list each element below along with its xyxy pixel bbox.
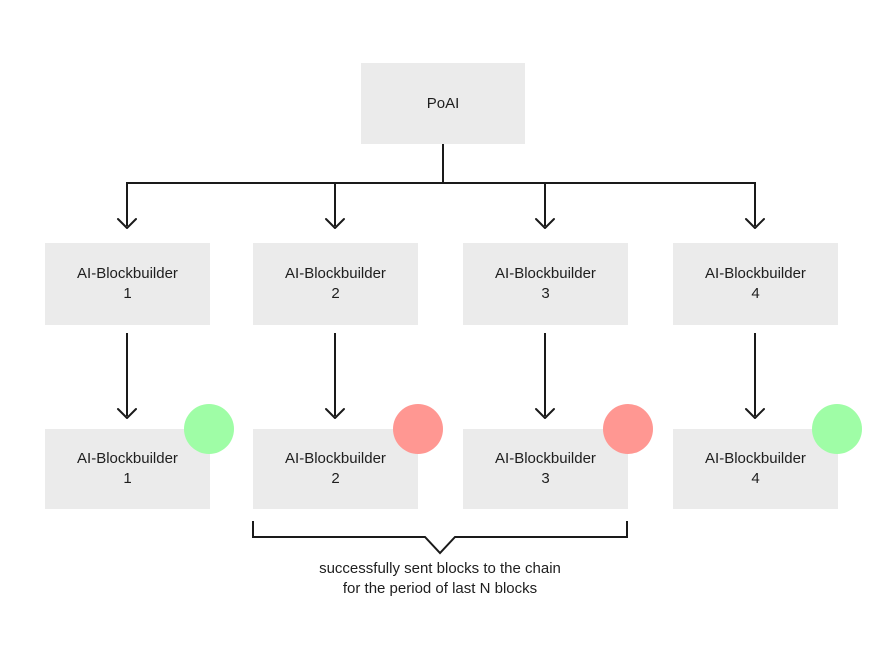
arrowhead-drop-3 <box>535 218 555 229</box>
node-label: AI-Blockbuilder <box>495 450 596 467</box>
node-blockbuilder-3-top: AI-Blockbuilder 3 <box>463 243 628 325</box>
node-number: 1 <box>123 285 132 302</box>
arrowhead-mid-3 <box>535 408 555 419</box>
node-label: AI-Blockbuilder <box>705 265 806 282</box>
node-label: AI-Blockbuilder <box>495 265 596 282</box>
node-label: AI-Blockbuilder <box>285 265 386 282</box>
node-blockbuilder-1-top: AI-Blockbuilder 1 <box>45 243 210 325</box>
node-number: 2 <box>331 470 340 487</box>
node-blockbuilder-4-top: AI-Blockbuilder 4 <box>673 243 838 325</box>
status-indicator-failure-3 <box>603 404 653 454</box>
node-blockbuilder-2-top: AI-Blockbuilder 2 <box>253 243 418 325</box>
arrowhead-drop-4 <box>745 218 765 229</box>
arrowhead-mid-1 <box>117 408 137 419</box>
node-blockbuilder-4-bottom: AI-Blockbuilder 4 <box>673 429 838 509</box>
brace-annotation-line1: successfully sent blocks to the chain <box>319 560 561 577</box>
node-number: 4 <box>751 470 760 487</box>
node-number: 4 <box>751 285 760 302</box>
node-label: AI-Blockbuilder <box>77 450 178 467</box>
arrowhead-mid-4 <box>745 408 765 419</box>
node-label: AI-Blockbuilder <box>285 450 386 467</box>
node-label: AI-Blockbuilder <box>705 450 806 467</box>
status-indicator-success-4 <box>812 404 862 454</box>
arrowhead-drop-2 <box>325 218 345 229</box>
node-label: AI-Blockbuilder <box>77 265 178 282</box>
node-blockbuilder-1-bottom: AI-Blockbuilder 1 <box>45 429 210 509</box>
brace <box>252 521 628 555</box>
node-poai: PoAI <box>361 63 525 144</box>
brace-annotation: successfully sent blocks to the chain fo… <box>190 559 690 599</box>
status-indicator-success-1 <box>184 404 234 454</box>
node-number: 3 <box>541 285 550 302</box>
brace-annotation-line2: for the period of last N blocks <box>342 580 538 597</box>
node-blockbuilder-2-bottom: AI-Blockbuilder 2 <box>253 429 418 509</box>
arrowhead-mid-2 <box>325 408 345 419</box>
node-poai-label: PoAI <box>426 94 460 112</box>
status-indicator-failure-2 <box>393 404 443 454</box>
node-number: 2 <box>331 285 340 302</box>
arrowhead-drop-1 <box>117 218 137 229</box>
node-blockbuilder-3-bottom: AI-Blockbuilder 3 <box>463 429 628 509</box>
node-number: 1 <box>123 470 132 487</box>
node-number: 3 <box>541 470 550 487</box>
